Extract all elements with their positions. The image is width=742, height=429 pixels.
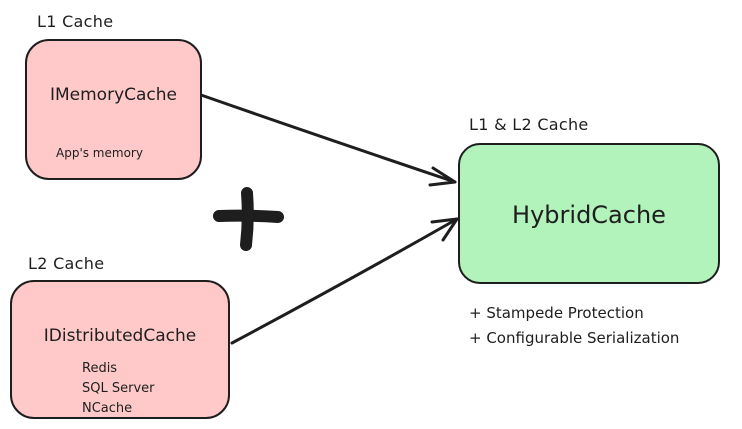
arrow-l2-to-hybrid bbox=[230, 217, 459, 345]
backend-list: Redis SQL Server NCache bbox=[82, 359, 155, 419]
feature-item: + Stampede Protection bbox=[469, 304, 644, 322]
feature-item: + Configurable Serialization bbox=[469, 329, 680, 347]
l1-cache-label: L1 Cache bbox=[37, 12, 114, 31]
app-memory-note: App's memory bbox=[56, 146, 143, 160]
arrow-head-l1 bbox=[428, 166, 457, 187]
l1-l2-cache-label: L1 & L2 Cache bbox=[469, 115, 589, 134]
hybridcache-title: HybridCache bbox=[512, 201, 666, 229]
l2-cache-label: L2 Cache bbox=[28, 254, 105, 273]
imemorycache-title: IMemoryCache bbox=[49, 85, 178, 105]
plus-icon bbox=[213, 187, 284, 251]
backend-item: SQL Server bbox=[82, 381, 155, 396]
idistributedcache-box: IDistributedCache Redis SQL Server NCach… bbox=[10, 280, 230, 419]
hybridcache-box: HybridCache bbox=[458, 143, 720, 284]
imemorycache-box: IMemoryCache App's memory bbox=[25, 39, 202, 180]
idistributedcache-title: IDistributedCache bbox=[43, 326, 197, 346]
backend-item: NCache bbox=[82, 401, 133, 416]
hybridcache-features: + Stampede Protection + Configurable Ser… bbox=[469, 301, 679, 351]
arrow-head-l2 bbox=[430, 217, 459, 242]
arrow-l1-to-hybrid bbox=[199, 93, 457, 184]
backend-item: Redis bbox=[82, 361, 118, 376]
